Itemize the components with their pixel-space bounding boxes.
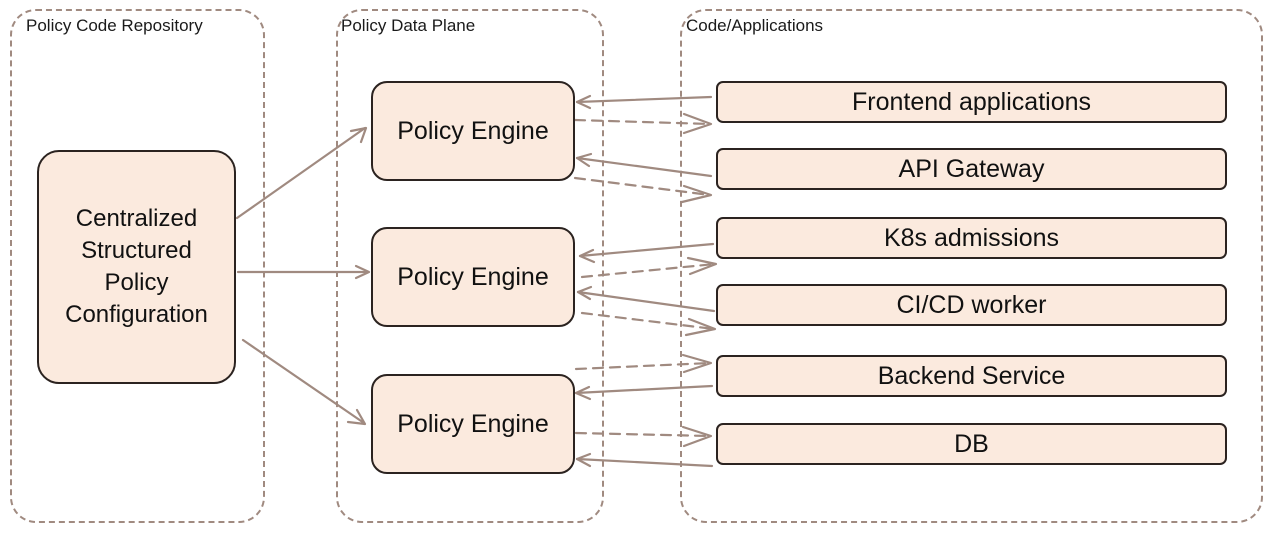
arrowhead-config-to-engine-1: [349, 126, 368, 144]
app-db: DB: [716, 423, 1227, 465]
arrow-backend-to-engine-3: [574, 384, 714, 395]
arrowhead-frontend-to-engine-1: [575, 94, 592, 110]
app-cicd-worker: CI/CD worker: [716, 284, 1227, 326]
config-line-1: Centralized: [75, 205, 198, 232]
arrowhead-engine-1-to-api-gateway: [680, 184, 713, 204]
policy-engine-1: Policy Engine: [371, 81, 575, 181]
arrowhead-config-to-engine-2: [354, 264, 371, 280]
arrowhead-engine-2-to-cicd: [684, 317, 717, 337]
arrow-config-to-engine-1: [235, 126, 367, 220]
arrowhead-cicd-to-engine-2: [576, 285, 593, 301]
arrow-db-to-engine-3: [575, 457, 714, 468]
arrowhead-engine-2-to-k8s: [686, 256, 718, 276]
config-line-3: Policy: [104, 269, 169, 296]
app-api-gateway: API Gateway: [716, 148, 1227, 190]
arrow-engine-3-to-db: [574, 431, 712, 438]
arrow-engine-2-to-cicd: [580, 311, 716, 331]
arrow-engine-3-to-backend: [574, 361, 712, 371]
policy-engine-1-label: Policy Engine: [397, 116, 549, 145]
centralized-policy-configuration-node: Centralized Structured Policy Configurat…: [37, 150, 236, 384]
arrow-k8s-to-engine-2: [578, 242, 715, 258]
app-k8s-admissions-label: K8s admissions: [883, 223, 1060, 252]
policy-engine-2: Policy Engine: [371, 227, 575, 327]
app-frontend-applications: Frontend applications: [716, 81, 1227, 123]
arrowhead-config-to-engine-3: [346, 408, 367, 426]
arrowhead-k8s-to-engine-2: [578, 248, 596, 264]
policy-code-repository-group: [10, 9, 265, 523]
policy-code-repository-label: Policy Code Repository: [26, 16, 203, 35]
arrowhead-engine-1-to-frontend: [682, 112, 713, 135]
policy-engine-2-label: Policy Engine: [397, 262, 549, 291]
app-backend-service: Backend Service: [716, 355, 1227, 397]
arrow-frontend-to-engine-1: [575, 95, 713, 104]
arrowhead-backend-to-engine-3: [574, 385, 592, 401]
arrow-engine-1-to-frontend: [573, 118, 712, 126]
policy-engine-3: Policy Engine: [371, 374, 575, 474]
app-db-label: DB: [954, 429, 989, 458]
app-cicd-worker-label: CI/CD worker: [896, 290, 1047, 319]
arrow-engine-2-to-k8s: [580, 262, 717, 279]
arrow-engine-1-to-api-gateway: [573, 176, 712, 197]
policy-data-plane-label: Policy Data Plane: [341, 16, 476, 35]
arrowhead-db-to-engine-3: [575, 452, 592, 468]
code-applications-group: [680, 9, 1263, 523]
app-frontend-applications-label: Frontend applications: [851, 87, 1092, 116]
arrow-config-to-engine-3: [241, 338, 366, 425]
config-text: Centralized Structured Policy Configurat…: [65, 203, 208, 331]
arrow-cicd-to-engine-2: [576, 290, 716, 313]
app-backend-service-label: Backend Service: [877, 361, 1066, 390]
code-applications-label: Code/Applications: [686, 16, 824, 35]
app-k8s-admissions: K8s admissions: [716, 217, 1227, 259]
arrow-api-gateway-to-engine-1: [575, 156, 713, 178]
config-line-2: Structured: [81, 237, 192, 264]
arrowhead-engine-3-to-backend: [681, 353, 713, 374]
arrowhead-engine-3-to-db: [681, 425, 713, 448]
app-api-gateway-label: API Gateway: [898, 154, 1045, 183]
arrowhead-api-gateway-to-engine-1: [575, 152, 593, 168]
config-line-4: Configuration: [65, 301, 208, 328]
policy-data-plane-group: [336, 9, 604, 523]
policy-engine-3-label: Policy Engine: [397, 409, 549, 438]
